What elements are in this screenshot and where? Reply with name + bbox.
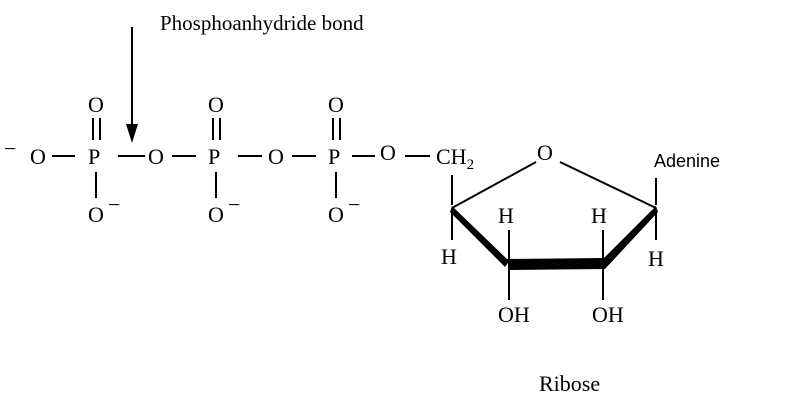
bond-ring-o-c1 [559, 161, 657, 209]
ch2-group: CH2 [436, 144, 474, 173]
hydrogen-c1: H [648, 246, 664, 271]
hydroxyl-c3: OH [498, 302, 530, 327]
ribose-label: Ribose [539, 371, 600, 396]
hydrogen-c3: H [498, 203, 514, 228]
phosphorus-2: P [208, 144, 220, 169]
phosphate-1-anionic-oxygen: O [88, 202, 104, 227]
o-minus-left: O [30, 144, 46, 169]
wedge-bond-c1-c2 [601, 206, 658, 269]
annotation-arrow [126, 27, 138, 143]
phosphate-2-oxo-oxygen: O [208, 92, 224, 117]
phosphorus-3: P [328, 144, 340, 169]
hydrogen-c4: H [441, 244, 457, 269]
phosphate-2-charge: − [228, 192, 240, 217]
o-minus-left-charge: − [4, 136, 16, 161]
adenine-label: Adenine [654, 151, 720, 171]
phosphate-3-oxo-oxygen: O [328, 92, 344, 117]
hydroxyl-c2: OH [592, 302, 624, 327]
phosphoanhydride-bond-label: Phosphoanhydride bond [160, 11, 364, 35]
phosphate-1-charge: − [108, 192, 120, 217]
phosphate-2-anionic-oxygen: O [208, 202, 224, 227]
phosphate-3-anionic-oxygen: O [328, 202, 344, 227]
wedge-bond-c4-c3 [450, 206, 509, 267]
ester-oxygen: O [380, 140, 396, 165]
phosphate-1-oxo-oxygen: O [88, 92, 104, 117]
bridge-oxygen-1: O [148, 144, 164, 169]
ribose-ring: O H H H OH H OH [441, 140, 664, 327]
hydrogen-c2: H [591, 203, 607, 228]
bond-c4-ring-o [451, 161, 537, 209]
phosphate-3-charge: − [348, 192, 360, 217]
ring-oxygen: O [537, 140, 553, 165]
bridge-oxygen-2: O [268, 144, 284, 169]
phosphorus-1: P [88, 144, 100, 169]
bold-bond-c3-c2 [507, 258, 605, 270]
